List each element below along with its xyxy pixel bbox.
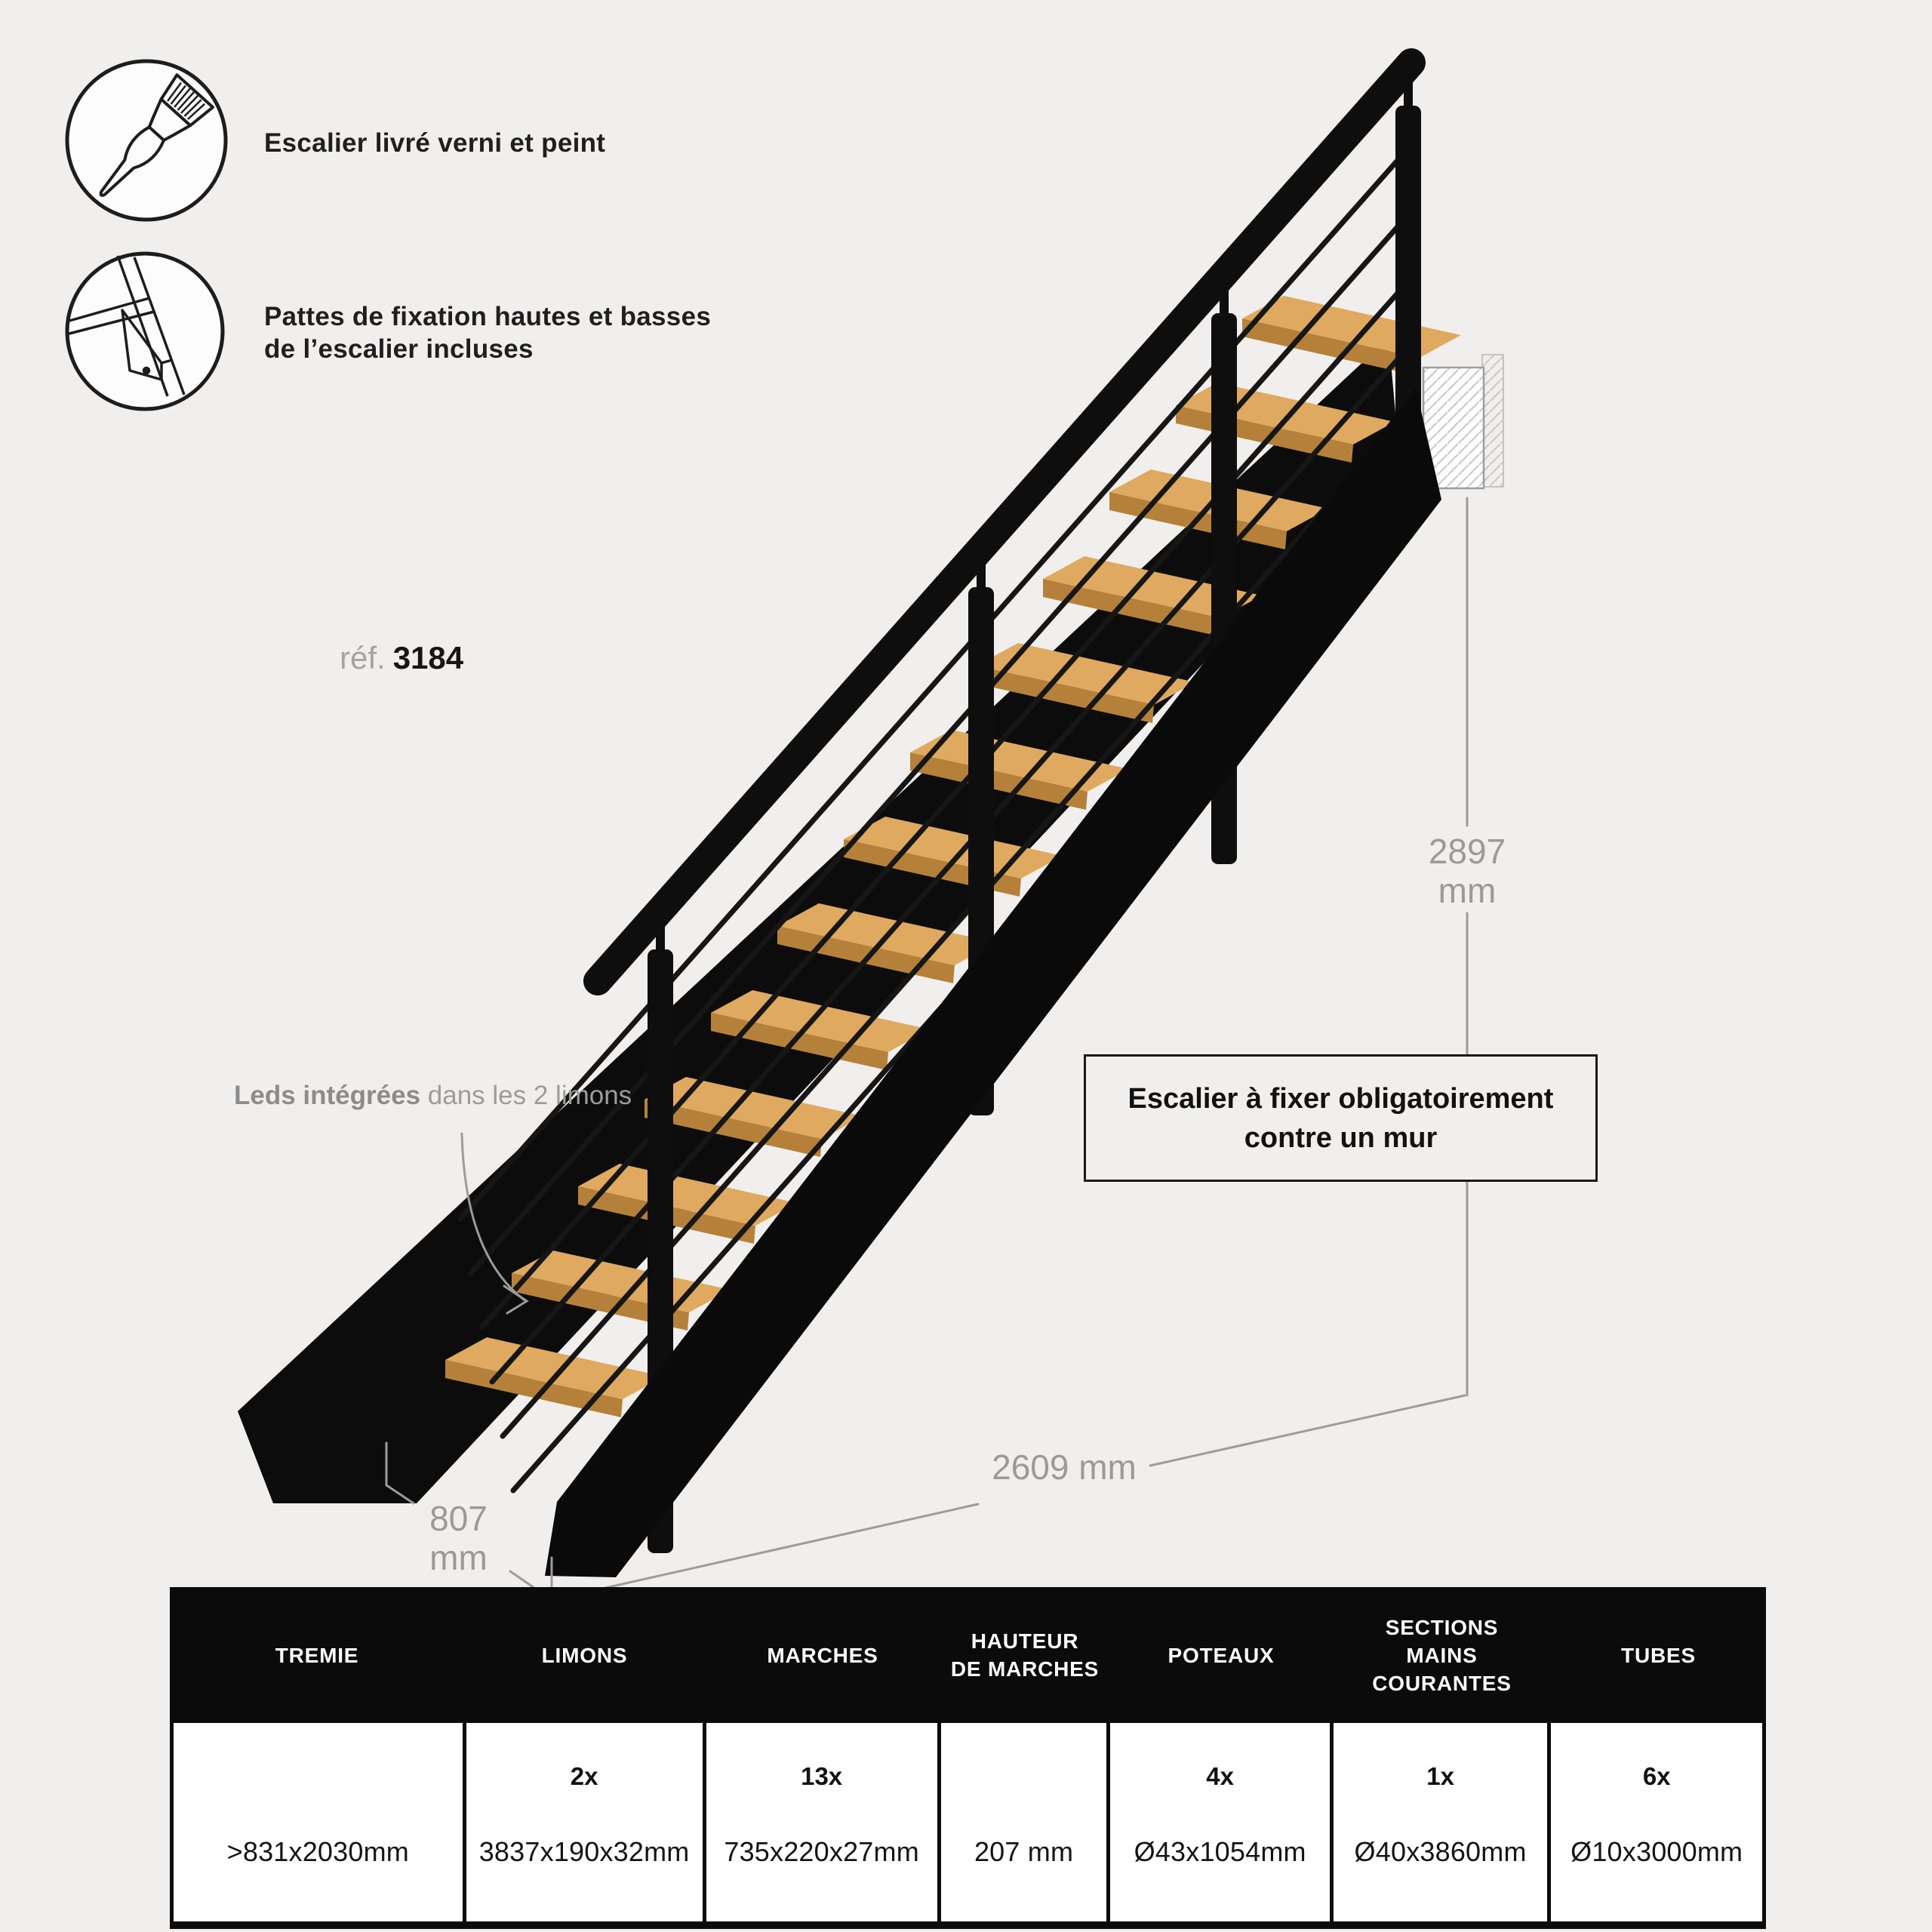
- header-tremie: TREMIE: [170, 1587, 464, 1723]
- dimension-height-value: 2897: [1428, 832, 1506, 871]
- header-marches: MARCHES: [705, 1587, 940, 1723]
- header-poteaux: POTEAUX: [1109, 1587, 1333, 1723]
- header-limons: LIMONS: [464, 1587, 705, 1723]
- front-stringer: [545, 388, 1441, 1577]
- hatched-wall-icon: [1422, 354, 1504, 490]
- spec-table-header: TREMIE LIMONS MARCHES HAUTEUR DE MARCHES…: [170, 1587, 1766, 1723]
- cell-marches: 13x 735x220x27mm: [706, 1723, 937, 1921]
- spec-table: TREMIE LIMONS MARCHES HAUTEUR DE MARCHES…: [170, 1587, 1766, 1929]
- header-line: COURANTES: [1372, 1671, 1512, 1695]
- leds-arrow: [460, 1132, 529, 1315]
- cell-sections-mains-courantes: 1x Ø40x3860mm: [1333, 1723, 1548, 1921]
- wall-fixing-note: Escalier à fixer obligatoirement contre …: [1084, 1054, 1598, 1182]
- header-line: TUBES: [1621, 1643, 1696, 1667]
- product-reference: réf.3184: [340, 640, 463, 676]
- dimension-height: 2897 mm: [1414, 832, 1520, 910]
- dimension-lines: [385, 497, 1469, 1601]
- dimension-length: 2609 mm: [977, 1447, 1151, 1487]
- feature-icon-circle: [65, 251, 225, 411]
- paint-brush-icon: [65, 59, 228, 222]
- cell-tremie: >831x2030mm: [174, 1723, 463, 1921]
- feature-label-line: de l’escalier incluses: [264, 334, 534, 364]
- cell-limons: 2x 3837x190x32mm: [466, 1723, 703, 1921]
- dimension-height-unit: mm: [1438, 871, 1497, 910]
- header-line: TREMIE: [275, 1643, 359, 1667]
- header-line: MAINS: [1406, 1643, 1478, 1667]
- dimension-width-unit: mm: [429, 1538, 488, 1577]
- reference-number: 3184: [392, 640, 464, 675]
- cell-value: >831x2030mm: [226, 1836, 409, 1867]
- cell-quantity: 1x: [1426, 1762, 1454, 1790]
- dimension-width: 807 mm: [404, 1499, 513, 1577]
- wall-fixing-note-line: contre un mur: [1244, 1121, 1438, 1154]
- cell-hauteur-de-marches: 207 mm: [940, 1723, 1107, 1921]
- cell-value: 207 mm: [974, 1836, 1074, 1867]
- cell-value: 735x220x27mm: [724, 1836, 919, 1867]
- wall-fixing-note-line: Escalier à fixer obligatoirement: [1128, 1082, 1554, 1115]
- header-line: SECTIONS: [1385, 1615, 1499, 1639]
- reference-prefix: réf.: [340, 640, 386, 675]
- header-line: HAUTEUR: [971, 1629, 1079, 1653]
- dimension-width-value: 807: [429, 1499, 488, 1538]
- header-hauteur-de-marches: HAUTEUR DE MARCHES: [940, 1587, 1109, 1723]
- cell-value: Ø40x3860mm: [1354, 1836, 1527, 1867]
- leds-annotation-rest: dans les 2 limons: [420, 1081, 632, 1110]
- wood-treads: [445, 296, 1461, 1417]
- cell-quantity: 2x: [570, 1762, 598, 1790]
- cell-value: Ø43x1054mm: [1134, 1836, 1306, 1867]
- header-line: LIMONS: [541, 1643, 628, 1667]
- header-line: POTEAUX: [1168, 1643, 1275, 1667]
- header-sections-mains-courantes: SECTIONS MAINS COURANTES: [1333, 1587, 1551, 1723]
- cell-quantity: 13x: [801, 1762, 843, 1790]
- cell-quantity: 4x: [1206, 1762, 1234, 1790]
- fixation-bracket-icon: [65, 251, 225, 411]
- cell-tubes: 6x Ø10x3000mm: [1551, 1723, 1762, 1921]
- leds-annotation: Leds intégrées dans les 2 limons: [234, 1081, 632, 1111]
- feature-icon-circle: [65, 59, 228, 222]
- cell-poteaux: 4x Ø43x1054mm: [1110, 1723, 1330, 1921]
- cell-value: 3837x190x32mm: [478, 1836, 690, 1867]
- feature-label-line: Pattes de fixation hautes et basses: [264, 302, 712, 331]
- header-line: MARCHES: [767, 1643, 878, 1667]
- header-line: DE MARCHES: [950, 1657, 1100, 1681]
- feature-label-fixation: Pattes de fixation hautes et basses de l…: [264, 300, 711, 365]
- leds-annotation-bold: Leds intégrées: [234, 1081, 421, 1110]
- handrail: [583, 48, 1426, 995]
- header-tubes: TUBES: [1551, 1587, 1766, 1723]
- cell-quantity: 6x: [1642, 1762, 1671, 1790]
- spec-table-body: >831x2030mm 2x 3837x190x32mm 13x 735x220…: [170, 1723, 1766, 1929]
- feature-label-varnish: Escalier livré verni et peint: [264, 128, 606, 158]
- cell-value: Ø10x3000mm: [1571, 1836, 1743, 1867]
- dimension-length-value: 2609 mm: [992, 1447, 1137, 1487]
